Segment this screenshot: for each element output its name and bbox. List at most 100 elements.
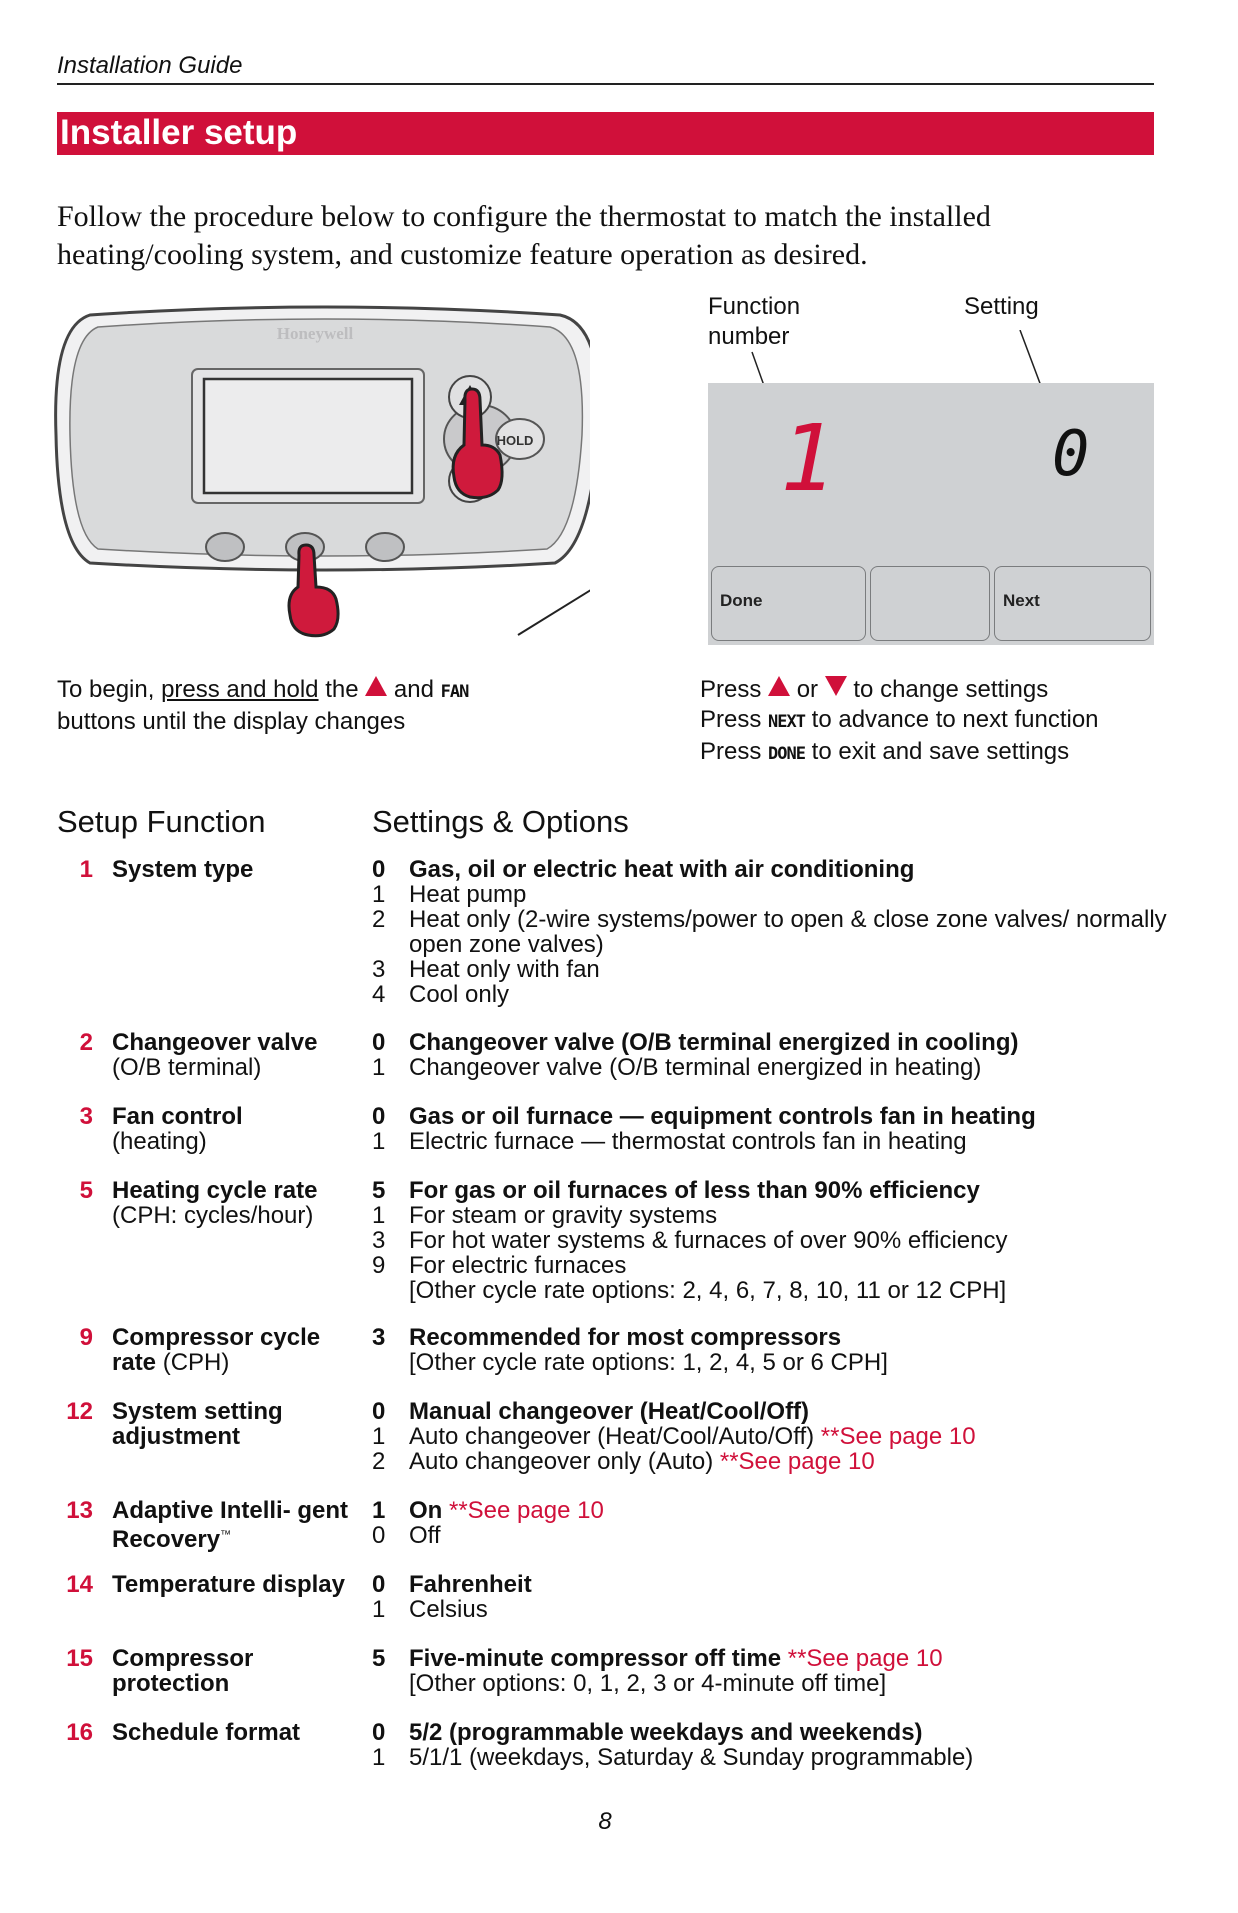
option-description: Auto changeover only (Auto) **See page 1… <box>409 1448 875 1475</box>
setting-label: Setting <box>964 293 1039 320</box>
option-item: 2 Heat only (2-wire systems/power to open… <box>372 907 1192 957</box>
option-value: 9 <box>372 1252 386 1279</box>
next-button[interactable]: Next <box>994 566 1151 641</box>
option-description: Changeover valve (O/B terminal energized… <box>409 1054 982 1081</box>
option-value: 2 <box>372 906 386 933</box>
hold-label: HOLD <box>497 433 534 448</box>
begin-the-text: the <box>318 676 359 703</box>
begin-instruction: To begin, press and hold the and FAN but… <box>57 675 577 737</box>
function-name-bold: Changeover valve <box>112 1029 318 1056</box>
header-rule <box>57 83 1154 85</box>
option-value: 1 <box>372 1744 386 1771</box>
function-name: Fan control(heating) <box>112 1104 362 1154</box>
option-description: 5/1/1 (weekdays, Saturday & Sunday progr… <box>409 1744 974 1771</box>
option-value: 0 <box>372 1029 386 1056</box>
done-button[interactable]: Done <box>711 566 866 641</box>
options-list: 0 5/2 (programmable weekdays and weekends… <box>372 1720 1192 1770</box>
advance-text: to advance to next function <box>811 706 1099 733</box>
page-number: 8 <box>598 1808 612 1835</box>
done-instruction: Press DONE to exit and save settings <box>700 737 1170 769</box>
function-number: 3 <box>79 1103 93 1130</box>
press-text: Press <box>700 738 762 765</box>
option-description: [Other options: 0, 1, 2, 3 or 4-minute o… <box>409 1670 887 1697</box>
function-name-bold: Adaptive Intelli- gent Recovery <box>112 1497 349 1553</box>
function-name-bold: Heating cycle rate <box>112 1177 318 1204</box>
see-page-note: **See page 10 <box>713 1448 875 1475</box>
option-value: 0 <box>372 1103 386 1130</box>
option-value: 1 <box>372 1128 386 1155</box>
settings-options-header: Settings & Options <box>372 804 629 839</box>
function-name-bold: System setting adjustment <box>112 1398 283 1450</box>
option-value: 2 <box>372 1448 386 1475</box>
option-item: 0 Gas or oil furnace — equipment controls… <box>372 1104 1192 1129</box>
option-item: 0 5/2 (programmable weekdays and weekends… <box>372 1720 1192 1745</box>
guide-title: Installation Guide <box>57 52 243 79</box>
function-number: 13 <box>66 1497 93 1524</box>
blank-button[interactable] <box>870 566 990 641</box>
option-value: 0 <box>372 1719 386 1746</box>
down-arrow-icon <box>824 676 847 696</box>
option-item: 1 5/1/1 (weekdays, Saturday & Sunday prog… <box>372 1745 1192 1770</box>
press-hold-text: press and hold <box>161 676 319 703</box>
option-item: [Other cycle rate options: 2, 4, 6, 7, 8… <box>372 1278 1192 1303</box>
function-name: System setting adjustment <box>112 1399 362 1449</box>
function-name-bold: Compressor protection <box>112 1645 254 1697</box>
option-value: 0 <box>372 1398 386 1425</box>
done-button-label: Done <box>720 591 763 610</box>
function-number: 14 <box>66 1571 93 1598</box>
setup-function-header: Setup Function <box>57 804 266 839</box>
trademark-symbol: ™ <box>220 1529 232 1541</box>
or-text: or <box>796 676 819 703</box>
option-description: Recommended for most compressors <box>409 1324 842 1351</box>
function-name-bold: Temperature display <box>112 1571 345 1598</box>
option-value: 3 <box>372 1227 386 1254</box>
function-number: 12 <box>66 1398 93 1425</box>
function-number-value: 1 <box>780 405 836 512</box>
option-description: For steam or gravity systems <box>409 1202 718 1229</box>
option-value: 0 <box>372 1571 386 1598</box>
change-text: to change settings <box>853 676 1049 703</box>
option-description: Heat pump <box>409 881 527 908</box>
option-description: Gas or oil furnace — equipment controls … <box>409 1103 1036 1130</box>
option-description: Heat only with fan <box>409 956 600 983</box>
option-description: Heat only (2-wire systems/power to open … <box>409 906 1167 958</box>
begin-text: To begin, <box>57 676 162 703</box>
function-number: 16 <box>66 1719 93 1746</box>
brand-logo: Honeywell <box>277 324 354 343</box>
see-page-note: **See page 10 <box>442 1497 604 1524</box>
function-name-detail: (heating) <box>112 1128 207 1155</box>
up-arrow-icon <box>768 676 791 696</box>
option-value: 1 <box>372 1596 386 1623</box>
option-item: 2 Auto changeover only (Auto) **See page … <box>372 1449 1192 1474</box>
option-description: 5/2 (programmable weekdays and weekends) <box>409 1719 923 1746</box>
option-description: For hot water systems & furnaces of over… <box>409 1227 1008 1254</box>
option-description: Celsius <box>409 1596 488 1623</box>
option-description: Manual changeover (Heat/Cool/Off) <box>409 1398 810 1425</box>
option-value: 4 <box>372 981 386 1008</box>
option-item: [Other options: 0, 1, 2, 3 or 4-minute o… <box>372 1671 1192 1696</box>
option-description: For gas or oil furnaces of less than 90%… <box>409 1177 980 1204</box>
and-text: and <box>393 676 434 703</box>
option-description: Fahrenheit <box>409 1571 532 1598</box>
option-value <box>372 1671 409 1696</box>
option-value: 1 <box>372 1202 386 1229</box>
option-item: 0 Manual changeover (Heat/Cool/Off) <box>372 1399 1192 1424</box>
option-value: 0 <box>372 1522 386 1549</box>
option-value <box>372 1278 409 1303</box>
done-key-text: DONE <box>768 744 806 764</box>
option-description: Auto changeover (Heat/Cool/Auto/Off) **S… <box>409 1423 976 1450</box>
option-value: 1 <box>372 1497 386 1524</box>
next-button-label: Next <box>1003 591 1040 610</box>
